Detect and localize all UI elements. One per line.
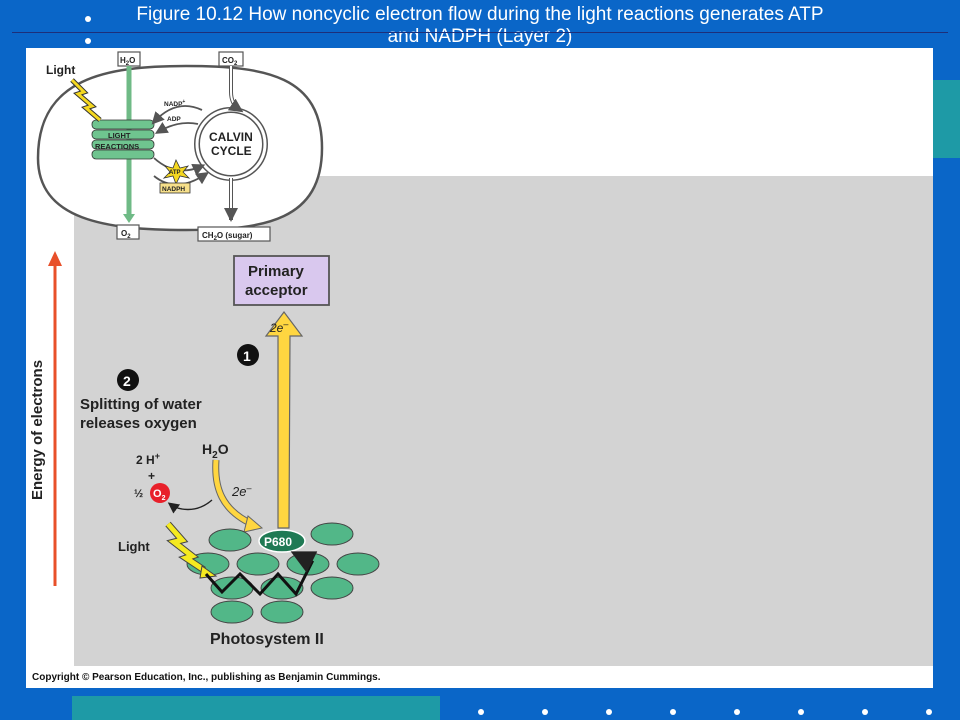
overview-sugar-box [197, 226, 271, 242]
deco-dot [798, 709, 804, 715]
light-reactions-label-1: LIGHT [108, 131, 131, 140]
water-electron-arrow [213, 459, 254, 527]
oxygen-circle [150, 483, 170, 503]
figure-panel: H2O O2 LIGHT REACTIONS Light CALVIN CYCL… [26, 48, 933, 688]
teal-accent-bottom [72, 696, 440, 720]
water-electron-arrowhead [243, 515, 264, 533]
step-2-badge [117, 369, 139, 391]
title-line-1: Figure 10.12 How noncyclic electron flow… [136, 4, 824, 25]
calvin-label-2: CYCLE [211, 144, 252, 158]
deco-dot [670, 709, 676, 715]
deco-dot [926, 709, 932, 715]
calvin-label-1: CALVIN [209, 130, 253, 144]
overview-nadph-box [159, 182, 191, 194]
deco-dot [85, 16, 91, 22]
protons-label: 2 H+ [136, 451, 160, 467]
half-label: ½ [134, 488, 143, 500]
overview-nadph-label: NADPH [162, 186, 185, 193]
overview-light-label: Light [46, 63, 75, 77]
water-flow-arrowhead [123, 214, 135, 223]
light-bolt [166, 522, 206, 573]
mid-2e-label: 2e– [231, 483, 252, 499]
overview-sugar-label: CH2O (sugar) [202, 231, 253, 242]
co2-flow-inner [227, 66, 244, 113]
step-2-number: 2 [123, 373, 131, 389]
splitting-label-1: Splitting of water [80, 396, 202, 413]
plus-label: + [148, 469, 155, 483]
overview-nadp-label: NADP+ [164, 99, 185, 108]
title-area: Figure 10.12 How noncyclic electron flow… [0, 0, 960, 48]
step-1-badge [237, 344, 259, 366]
water-label: H2O [202, 441, 229, 461]
splitting-label-2: releases oxygen [80, 415, 197, 432]
deco-dot [734, 709, 740, 715]
p680-disc [258, 529, 306, 553]
adp-return-arrow [154, 121, 199, 134]
figure-svg: H2O O2 LIGHT REACTIONS Light CALVIN CYCL… [29, 51, 933, 666]
overview-light-bolt [70, 78, 101, 122]
deco-dot [542, 709, 548, 715]
slide-title: Figure 10.12 How noncyclic electron flow… [0, 4, 960, 48]
overview-o2-box [116, 224, 140, 240]
energy-axis-arrowhead [48, 251, 62, 266]
primary-acceptor-label-1: Primary [248, 263, 305, 280]
photosystem-label: Photosystem II [210, 631, 324, 648]
primary-acceptor-label-2: acceptor [245, 282, 308, 299]
deco-dot [606, 709, 612, 715]
overview-o2-label: O2 [121, 229, 131, 240]
energy-axis-label: Energy of electrons [29, 360, 46, 500]
deco-dot [478, 709, 484, 715]
teal-accent-right [933, 80, 960, 158]
photosystem-light-label: Light [118, 539, 150, 554]
copyright-notice: Copyright © Pearson Education, Inc., pub… [32, 672, 381, 683]
overview-co2-label: CO2 [222, 56, 238, 67]
deco-dot [85, 38, 91, 44]
gray-background [74, 176, 933, 666]
overview-adp-label: ADP [167, 116, 181, 123]
deco-dot [862, 709, 868, 715]
p680-label: P680 [264, 535, 292, 549]
electron-energy-arrow [264, 311, 304, 529]
nadp-return-arrow [151, 105, 203, 125]
overview-atp-label: ATP [169, 170, 181, 176]
chloroplast-overview: H2O O2 LIGHT REACTIONS Light CALVIN CYCL… [36, 51, 324, 242]
oxygen-release-arrow [167, 499, 213, 514]
primary-acceptor-box [233, 255, 330, 306]
light-reactions-stack [91, 119, 155, 160]
oxygen-label: O2 [153, 488, 166, 502]
top-2e-label: 2e– [269, 319, 289, 335]
energy-transfer-zigzag [204, 551, 318, 597]
step-1-number: 1 [243, 348, 251, 364]
light-reactions-label-2: REACTIONS [95, 142, 139, 151]
overview-h2o-label: H2O [120, 56, 135, 67]
title-rule [12, 32, 948, 33]
title-line-2: and NADPH (Layer 2) [387, 26, 573, 47]
